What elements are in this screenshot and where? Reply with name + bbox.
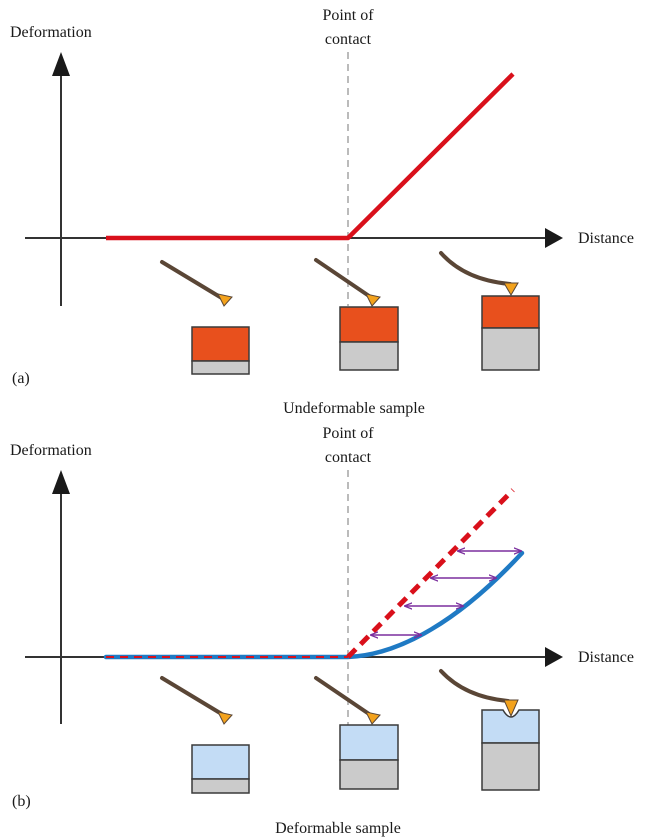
sample-stage-before-contact: [160, 676, 250, 794]
substrate-block: [481, 742, 540, 791]
sample-stage-before-contact: [160, 260, 250, 375]
x-axis-label: Distance: [578, 649, 634, 666]
tip-icon: [217, 711, 233, 725]
contact-label-line1: Point of: [322, 425, 374, 442]
contact-label-line2: contact: [325, 449, 372, 466]
y-axis-label: Deformation: [10, 442, 92, 459]
sample-block: [339, 306, 399, 343]
y-axis-label: Deformation: [10, 24, 92, 41]
sample-block: [191, 744, 250, 780]
sample-stage-after-contact: [439, 669, 540, 791]
substrate-block: [191, 360, 250, 375]
deformable-deformation-curve: [103, 550, 525, 660]
indentation-arrows: [371, 551, 521, 635]
axes: [25, 52, 563, 306]
substrate-block: [339, 759, 399, 790]
tip-icon: [365, 711, 381, 725]
tip-icon: [217, 293, 233, 307]
panel-caption: Undeformable sample: [283, 400, 425, 417]
tip-icon: [503, 699, 519, 718]
y-axis-arrow: [52, 52, 70, 76]
sample-block: [339, 724, 399, 761]
substrate-block: [191, 778, 250, 794]
rigid-reference-line: [346, 488, 515, 659]
substrate-block: [339, 341, 399, 371]
panel-caption: Deformable sample: [275, 820, 401, 837]
contact-label-line2: contact: [325, 31, 372, 48]
sample-block-indented: [481, 709, 540, 744]
cantilever-bent: [439, 669, 510, 703]
sample-block: [481, 295, 540, 329]
panel-a: Deformation Distance Point of contact (a…: [10, 7, 634, 417]
x-axis-label: Distance: [578, 230, 634, 247]
cantilever-bent: [439, 251, 512, 286]
panel-label: (b): [12, 793, 31, 810]
cantilever: [160, 260, 227, 302]
sample-stage-after-contact: [439, 251, 540, 371]
tip-icon: [503, 282, 519, 296]
panel-b: Deformation Distance Point of contact (b…: [10, 425, 634, 837]
substrate-block: [481, 327, 540, 371]
panel-label: (a): [12, 370, 30, 387]
cantilever: [160, 676, 227, 718]
y-axis-arrow: [52, 470, 70, 494]
sample-stage-at-contact: [314, 258, 399, 371]
contact-label-line1: Point of: [322, 7, 374, 24]
sample-block: [191, 326, 250, 362]
x-axis-arrow: [545, 647, 563, 667]
cantilever: [314, 676, 374, 718]
x-axis-arrow: [545, 228, 563, 248]
rigid-deformation-curve: [106, 72, 515, 241]
sample-stage-at-contact: [314, 676, 399, 790]
axes: [25, 470, 563, 724]
cantilever: [314, 258, 374, 300]
tip-icon: [365, 293, 381, 307]
